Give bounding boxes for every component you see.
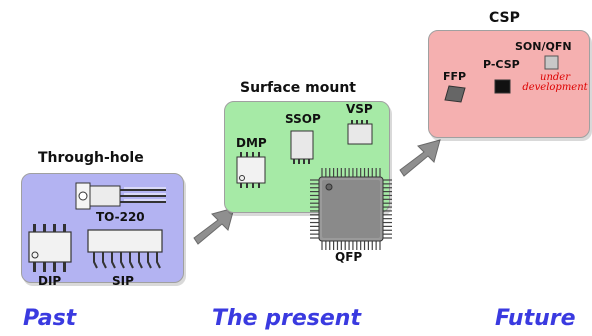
vsp-label: VSP xyxy=(346,102,373,116)
surface-mount-heading: Surface mount xyxy=(240,80,356,96)
dmp-chip-icon xyxy=(236,152,266,188)
under-development-note: under development xyxy=(520,73,590,93)
dip-label: DIP xyxy=(38,274,62,288)
ssop-chip-icon xyxy=(290,130,314,164)
note-line-1: under xyxy=(540,72,570,83)
csp-heading: CSP xyxy=(489,10,520,26)
sip-label: SIP xyxy=(112,274,134,288)
era-past: Past xyxy=(23,306,77,331)
ffp-label: FFP xyxy=(443,70,467,83)
era-future: Future xyxy=(495,306,576,331)
p-csp-chip-icon xyxy=(494,79,511,94)
arrow-right-icon xyxy=(399,139,441,177)
vsp-chip-icon xyxy=(347,120,373,145)
ssop-label: SSOP xyxy=(285,112,321,126)
qfp-label: QFP xyxy=(335,250,363,264)
through-hole-heading: Through-hole xyxy=(38,150,144,166)
qfp-chip-icon xyxy=(310,168,392,250)
dip-chip-icon xyxy=(28,224,72,272)
sonqfn-label: SON/QFN xyxy=(515,40,572,53)
sip-chip-icon xyxy=(87,229,163,269)
ffp-chip-icon xyxy=(444,85,466,103)
to220-chip-icon xyxy=(75,182,166,210)
era-present: The present xyxy=(212,306,361,331)
dmp-label: DMP xyxy=(236,136,267,150)
pcsp-label: P-CSP xyxy=(483,58,520,71)
arrow-right-icon xyxy=(193,207,235,245)
note-line-2: development xyxy=(522,82,588,93)
son-qfn-chip-icon xyxy=(544,55,559,70)
to220-label: TO-220 xyxy=(96,210,145,224)
